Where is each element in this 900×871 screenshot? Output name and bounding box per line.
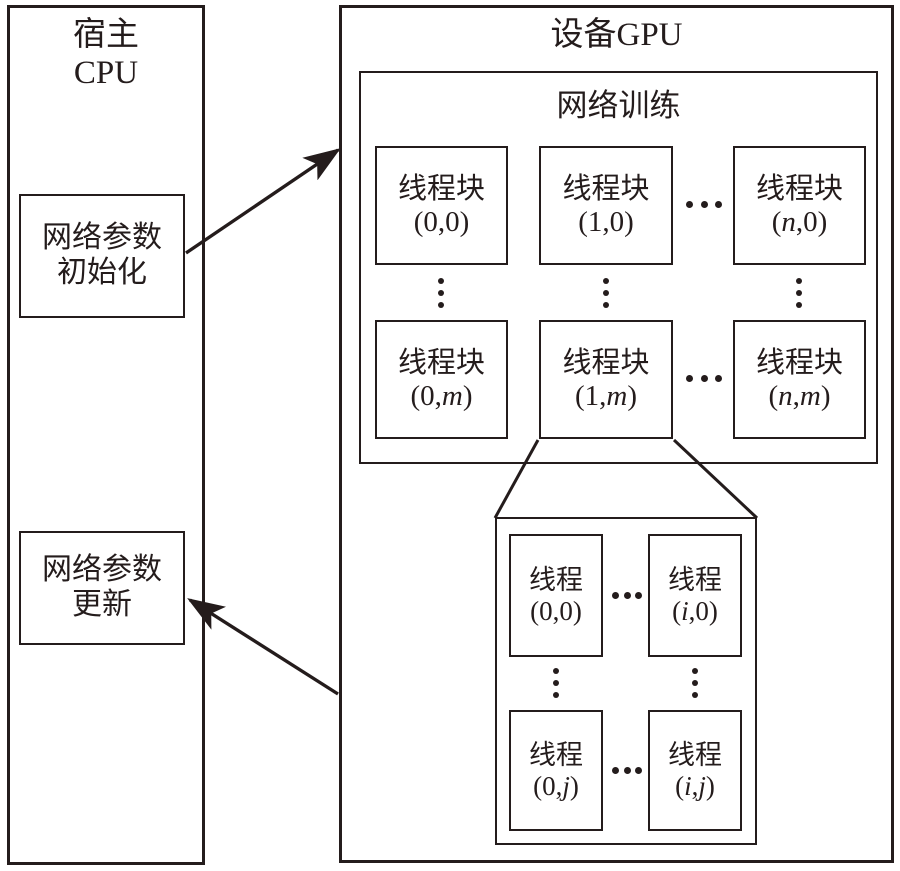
thread-label: 线程 [529, 740, 583, 771]
thread-block-index: (1,0) [578, 205, 634, 238]
thread-block-row1-ellipsis [686, 375, 722, 382]
network-training-title: 网络训练 [556, 88, 681, 123]
thread-0-0[interactable]: 线程 (0,0) [509, 534, 603, 657]
thread-label: 线程 [668, 565, 722, 596]
thread-block-row0-ellipsis [686, 201, 722, 208]
thread-block-label: 线程块 [397, 347, 485, 380]
block-detail-panel [495, 517, 757, 845]
thread-block-index: (1,m) [574, 379, 638, 412]
thread-block-1-m[interactable]: 线程块 (1,m) [539, 320, 673, 439]
thread-index: (i,0) [672, 595, 718, 626]
arrow-init-to-gpu [185, 148, 341, 255]
host-cpu-title: 宿主 CPU [73, 17, 139, 92]
thread-block-n-m[interactable]: 线程块 (n,m) [733, 320, 866, 439]
thread-col0-vellipsis [553, 668, 559, 698]
device-gpu-title: 设备GPU [550, 17, 683, 53]
thread-block-index: (n,0) [771, 205, 828, 238]
thread-index: (0,j) [533, 770, 579, 801]
thread-i-0[interactable]: 线程 (i,0) [648, 534, 742, 657]
thread-block-col0-vellipsis [438, 278, 444, 308]
thread-block-label: 线程块 [755, 347, 843, 380]
host-cpu-container [7, 5, 205, 865]
thread-block-1-0[interactable]: 线程块 (1,0) [539, 146, 673, 265]
network-training-panel [359, 71, 878, 464]
thread-block-label: 线程块 [755, 173, 843, 206]
thread-index: (i,j) [675, 770, 715, 801]
thread-label: 线程 [668, 740, 722, 771]
thread-block-index: (0,m) [410, 379, 473, 412]
thread-label: 线程 [529, 565, 583, 596]
thread-block-col1-vellipsis [603, 278, 609, 308]
thread-block-col2-vellipsis [796, 278, 802, 308]
host-stage-update-label: 网络参数 更新 [42, 553, 162, 621]
thread-0-j[interactable]: 线程 (0,j) [509, 710, 603, 831]
device-gpu-container [339, 5, 894, 863]
thread-i-j[interactable]: 线程 (i,j) [648, 710, 742, 831]
thread-block-index: (n,m) [768, 379, 831, 412]
thread-block-0-0[interactable]: 线程块 (0,0) [375, 146, 508, 265]
thread-row1-ellipsis [612, 767, 642, 774]
thread-index: (0,0) [530, 595, 582, 626]
host-stage-update[interactable]: 网络参数 更新 [19, 531, 185, 645]
thread-block-label: 线程块 [562, 173, 650, 206]
thread-block-label: 线程块 [562, 347, 650, 380]
thread-block-0-m[interactable]: 线程块 (0,m) [375, 320, 508, 439]
host-stage-init-label: 网络参数 初始化 [42, 221, 162, 289]
thread-row0-ellipsis [612, 592, 642, 599]
thread-block-label: 线程块 [397, 173, 485, 206]
thread-block-index: (0,0) [413, 205, 470, 238]
arrow-gpu-to-update [187, 598, 339, 696]
host-stage-init[interactable]: 网络参数 初始化 [19, 194, 185, 318]
thread-col1-vellipsis [692, 668, 698, 698]
thread-block-n-0[interactable]: 线程块 (n,0) [733, 146, 866, 265]
